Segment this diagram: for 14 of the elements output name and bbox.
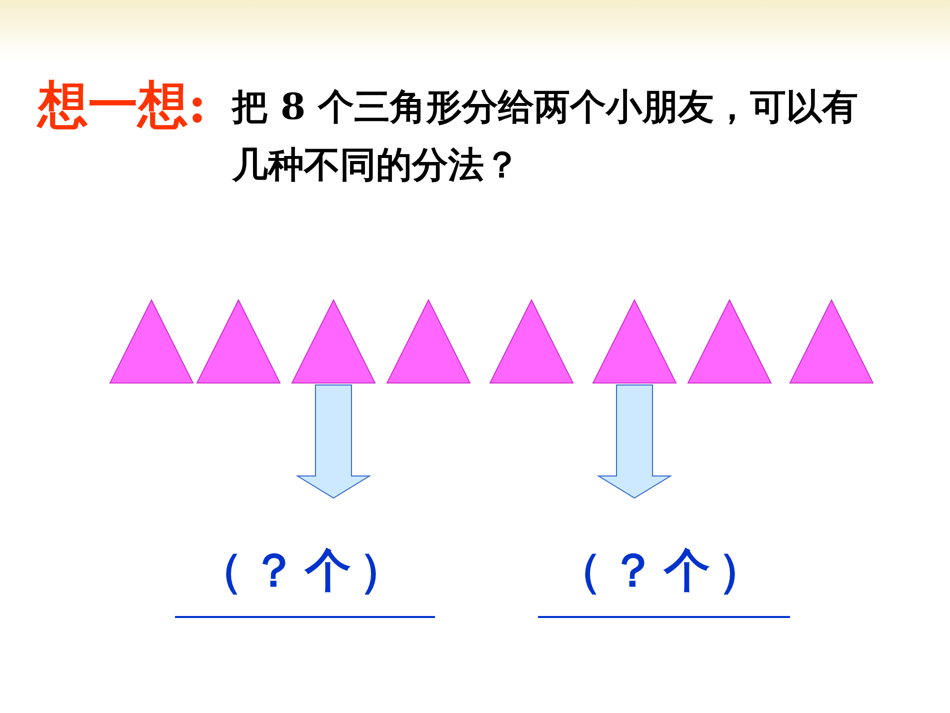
triangle (592, 298, 677, 384)
block-arrow (296, 384, 372, 499)
answer-text: （？个） (556, 543, 772, 597)
question-text: 把 8 个三角形分给两个小朋友，可以有几种不同的分法？ (232, 85, 860, 188)
triangle (687, 298, 772, 384)
answer-text: （？个） (197, 543, 413, 597)
block-arrow (596, 384, 672, 499)
triangle (789, 298, 874, 384)
heading: 想一想: (38, 74, 206, 136)
triangle (489, 298, 574, 384)
triangle (109, 298, 194, 384)
triangle (386, 298, 471, 384)
triangle (291, 298, 376, 384)
triangle (196, 298, 281, 384)
